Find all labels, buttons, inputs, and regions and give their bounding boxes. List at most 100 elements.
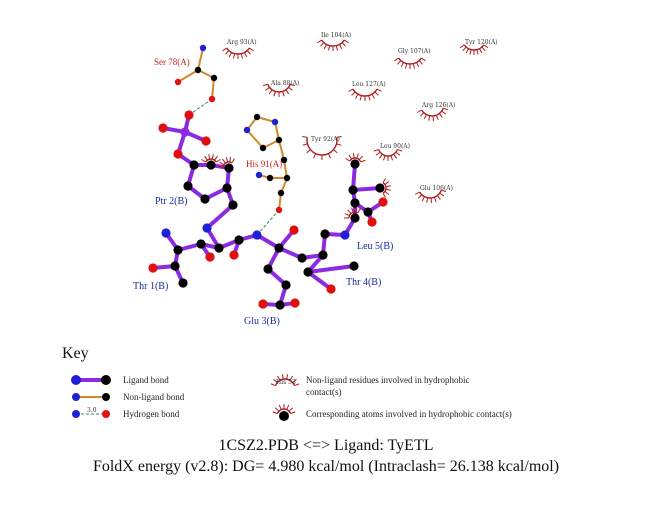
hydrophobic-arcs-layer — [201, 39, 489, 219]
atom-b12 — [340, 230, 350, 240]
atom-r3 — [183, 181, 193, 191]
atom-t4 — [205, 252, 215, 262]
key-residue-desc-2: contact(s) — [306, 387, 341, 397]
arc-leu127 — [348, 88, 382, 101]
key-atom-arc-icon — [272, 404, 296, 415]
key-residue-arc — [270, 374, 300, 387]
atom-hI — [275, 206, 283, 214]
atom-s3 — [210, 74, 218, 82]
atom-p2 — [158, 123, 168, 133]
key-legend: Key Ligand bond Non-ligand bond 3.0 Hydr… — [62, 345, 512, 421]
residue-label-gly107: Gly 107(A) — [398, 48, 430, 55]
key-hbond-label: Hydrogen bond — [123, 409, 180, 419]
residue-label-ala88: Ala 88(A) — [270, 80, 299, 87]
caption-energy: FoldX energy (v2.8): DG= 4.980 kcal/mol … — [93, 458, 559, 475]
atom-b13 — [350, 213, 360, 223]
arc-arg126 — [417, 107, 449, 121]
key-residue-desc-1: Non-ligand residues involved in hydropho… — [306, 375, 469, 385]
atom-hC — [271, 118, 279, 126]
arc-tyr92 — [302, 136, 342, 160]
atom-hG — [283, 174, 291, 182]
atom-g2 — [281, 280, 291, 290]
atom-p5 — [173, 149, 183, 159]
key-nonligand-c-atom — [102, 393, 110, 401]
key-ligand-bond-label: Ligand bond — [123, 375, 169, 385]
atom-r5 — [222, 183, 232, 193]
atom-b1 — [228, 200, 238, 210]
ligand-bond — [205, 203, 235, 230]
key-residue-example: His 53 — [276, 379, 296, 386]
key-ligand-c-atom — [101, 375, 111, 385]
atom-t2 — [173, 245, 183, 255]
key-title: Key — [62, 345, 89, 362]
ligand-label-leu5: Leu 5(B) — [357, 241, 393, 252]
residue-label-leu90: Leu 90(A) — [380, 143, 410, 150]
atom-h3 — [349, 261, 359, 271]
atom-t1 — [161, 228, 171, 238]
key-residue-arc-icon — [270, 374, 300, 387]
arc-glu106 — [415, 189, 447, 203]
atom-r4 — [200, 194, 210, 204]
atom-l6 — [378, 197, 388, 207]
atom-r1 — [206, 160, 216, 170]
atom-b11 — [320, 229, 330, 239]
atom-b3 — [214, 243, 224, 253]
atom-b5 — [229, 250, 239, 260]
residue-label-tyr120: Tyr 120(A) — [465, 39, 498, 46]
atom-s5 — [174, 78, 182, 86]
atom-s1 — [199, 44, 207, 52]
atom-t6 — [148, 263, 158, 273]
atoms-layer — [148, 44, 388, 310]
ligand-label-glu3: Glu 3(B) — [244, 316, 280, 327]
atom-l7 — [367, 217, 377, 227]
atom-hD — [275, 136, 283, 144]
arc-leu90 — [373, 148, 403, 161]
atom-g5 — [290, 298, 300, 308]
atom-l3 — [350, 159, 360, 169]
atom-hK — [255, 171, 263, 179]
atom-b7 — [274, 243, 284, 253]
atom-t5 — [170, 261, 180, 271]
atom-hB — [253, 113, 261, 121]
atom-h1 — [303, 267, 313, 277]
nonligand-bond — [177, 69, 199, 83]
atom-contact-arc-l4 — [382, 178, 391, 198]
arc-ile104 — [317, 39, 349, 51]
atom-b9 — [297, 253, 307, 263]
atom-s4 — [208, 95, 216, 103]
atom-p1 — [184, 110, 194, 120]
residue-label-arg126: Arg 126(A) — [421, 102, 455, 109]
atom-contact-arc-l3 — [345, 153, 366, 163]
key-hbond-distance: 3.0 — [87, 407, 97, 414]
ligand-label-thr4: Thr 4(B) — [346, 277, 381, 288]
atom-l5 — [363, 207, 373, 217]
key-atom-desc: Corresponding atoms involved in hydropho… — [306, 409, 512, 419]
ligand-bond — [306, 270, 333, 291]
key-atom-arc — [272, 404, 296, 415]
atom-hF — [280, 156, 288, 164]
residue-label-leu127: Leu 127(A) — [352, 81, 386, 88]
atom-r6 — [224, 163, 234, 173]
atom-contact-arc-r6 — [218, 157, 235, 168]
atom-b8 — [289, 225, 299, 235]
atom-b4 — [234, 235, 244, 245]
key-hbond-n-atom — [72, 410, 80, 418]
atom-l4 — [375, 183, 385, 193]
key-nonligand-n-atom — [72, 393, 80, 401]
arc-gly107 — [394, 57, 426, 69]
residue-label-arg93: Arg 93(A) — [226, 39, 257, 46]
caption-title: 1CSZ2.PDB <=> Ligand: TyETL — [219, 437, 434, 454]
atom-b6 — [252, 230, 262, 240]
atom-r2 — [189, 160, 199, 170]
atom-t3 — [196, 239, 206, 249]
residue-label-ser78: Ser 78(A) — [154, 57, 190, 67]
ligand-label-thr1: Thr 1(B) — [133, 281, 168, 292]
nonligand-bond — [197, 47, 204, 71]
arc-tyr120 — [459, 44, 489, 55]
atom-p4 — [201, 136, 211, 146]
ligand-label-ptr2: Ptr 2(B) — [155, 196, 188, 207]
atom-hJ — [266, 174, 274, 182]
atom-h2 — [326, 284, 336, 294]
atom-g3 — [275, 300, 285, 310]
